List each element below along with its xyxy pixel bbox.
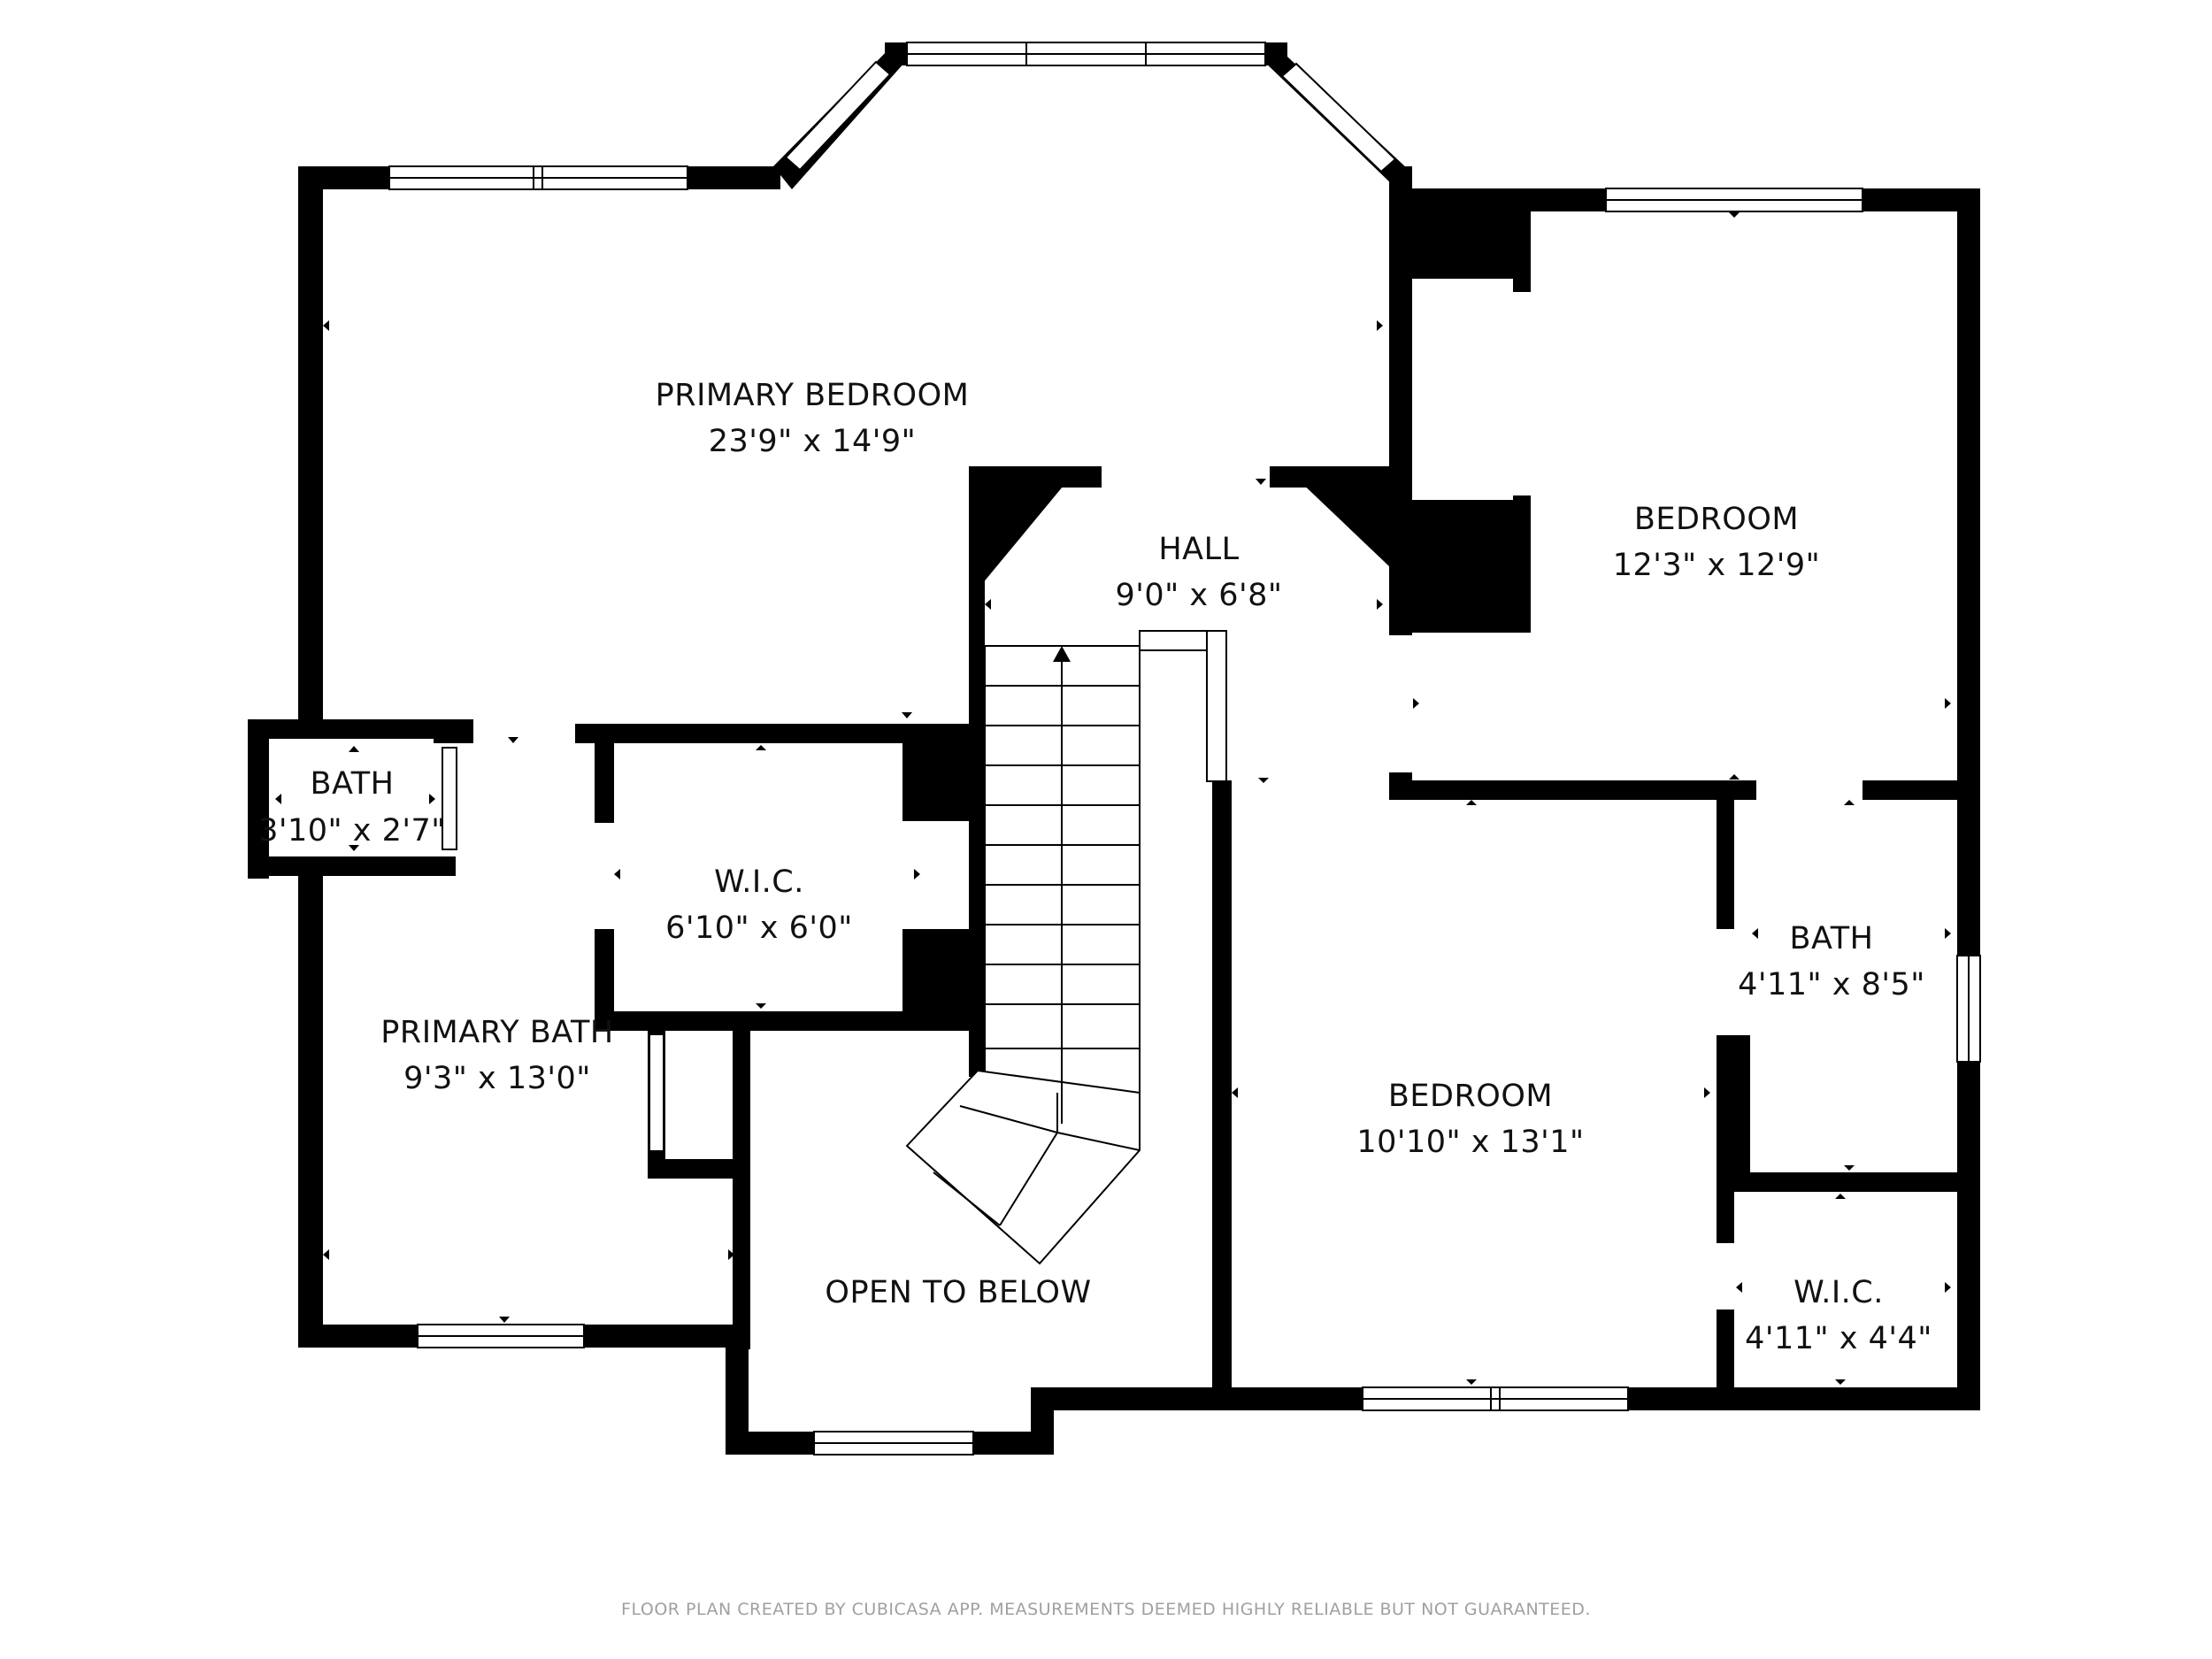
door-openings (442, 292, 1863, 1310)
wall-bath-inner-vertical (733, 1022, 750, 1349)
wall-bath-right-west (1717, 796, 1734, 929)
windows (388, 42, 1981, 1455)
window-bath-small (442, 747, 457, 850)
room-dims-wic-center: 6'10" x 6'0" (665, 910, 853, 946)
wall-closet-lower (1402, 500, 1531, 633)
room-dims-wic-right: 4'11" x 4'4" (1745, 1321, 1932, 1356)
wall-wic-east-upper (902, 724, 984, 821)
wall-wic-right-west-lower (1717, 1310, 1734, 1398)
room-dims-bath-small: 3'10" x 2'7" (258, 813, 446, 849)
window-bay-left (784, 60, 892, 172)
room-name-primary-bedroom: PRIMARY BEDROOM (656, 378, 970, 413)
room-name-bath-small: BATH (311, 766, 395, 802)
room-name-bedroom-right: BEDROOM (1634, 502, 1799, 537)
room-name-open-to-below: OPEN TO BELOW (825, 1275, 1091, 1310)
room-name-wic-center: W.I.C. (714, 864, 804, 900)
door-closet-bedroom (1509, 292, 1535, 495)
door-wic-center (590, 823, 618, 929)
wall-lower-bedroom-west (1212, 780, 1232, 1409)
room-name-primary-bath: PRIMARY BATH (380, 1015, 613, 1050)
wall-bath-small-west (248, 719, 269, 879)
door-primary-to-bath (473, 718, 575, 746)
door-bath-right-west (1713, 933, 1738, 1033)
room-labels: PRIMARY BEDROOM 23'9" x 14'9" HALL 9'0" … (258, 378, 1932, 1356)
room-dims-bedroom-right: 12'3" x 12'9" (1613, 548, 1821, 583)
room-dims-bedroom-lower: 10'10" x 13'1" (1356, 1125, 1584, 1160)
room-dims-bath-right: 4'11" x 8'5" (1738, 967, 1925, 1002)
stair-up-arrow-icon (1053, 646, 1071, 662)
wall-wic-south (595, 1011, 984, 1031)
door-hall-to-bedroom (1385, 635, 1415, 772)
wall-wic-right-west (1717, 1172, 1734, 1243)
wall-hall-diag-left (969, 466, 1079, 584)
wall-wic-east-lower (902, 929, 984, 1031)
room-dims-primary-bath: 9'3" x 13'0" (403, 1061, 591, 1096)
wall-bath-small-top (248, 719, 473, 739)
door-wic-right-west (1713, 1243, 1738, 1310)
room-name-wic-right: W.I.C. (1793, 1275, 1884, 1310)
footer-disclaimer: FLOOR PLAN CREATED BY CUBICASA APP. MEAS… (621, 1600, 1591, 1619)
wall-primary-west (298, 166, 323, 719)
wall-bedroom-south (1389, 780, 1980, 800)
wall-bath-inner-shelf (648, 1159, 745, 1179)
room-dims-hall: 9'0" x 6'8" (1116, 578, 1283, 613)
door-bath-right (1756, 777, 1863, 803)
stair-winder (905, 1069, 1141, 1265)
wall-primary-bath-west (298, 856, 323, 1348)
room-name-bath-right: BATH (1790, 921, 1874, 956)
stair-rail-vertical (1206, 630, 1227, 782)
staircase[interactable] (905, 630, 1227, 1265)
dimension-markers (275, 212, 1951, 1385)
door-bath-inner (650, 1035, 663, 1150)
wall-hall-diag-right (1296, 478, 1402, 566)
wall-bath-right-west-lower (1717, 1035, 1750, 1177)
room-name-hall: HALL (1158, 532, 1239, 567)
wall-bath-small-bottom (248, 856, 456, 876)
room-name-bedroom-lower: BEDROOM (1388, 1079, 1553, 1114)
wall-bath-right-south (1717, 1172, 1980, 1192)
door-hall-to-lower-bedroom (1248, 777, 1363, 803)
door-hall-top (1102, 460, 1270, 492)
wall-open-west (726, 1325, 749, 1453)
window-bay-right (1280, 62, 1397, 173)
room-dims-primary-bedroom: 23'9" x 14'9" (709, 424, 917, 459)
